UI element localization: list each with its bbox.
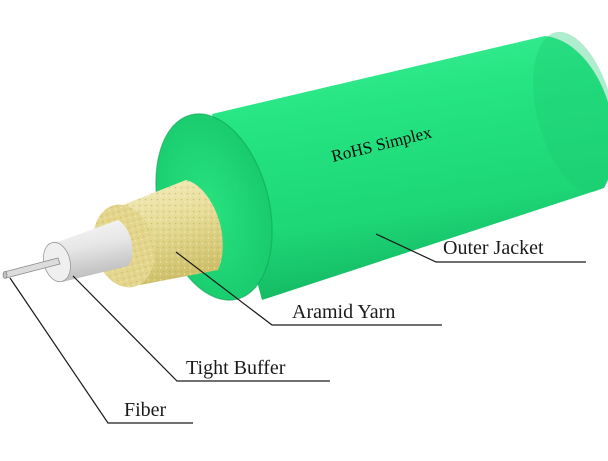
fiber-tip bbox=[2, 271, 8, 279]
tight-buffer-leader bbox=[72, 275, 330, 382]
fiber-leader bbox=[9, 277, 193, 424]
jacket-body bbox=[212, 36, 608, 300]
outer-jacket-label: Outer Jacket bbox=[443, 237, 544, 259]
fiber-strand bbox=[2, 257, 61, 279]
tight-buffer-label: Tight Buffer bbox=[186, 357, 286, 379]
aramid-yarn-leader bbox=[175, 251, 442, 326]
buffer-body bbox=[52, 220, 133, 282]
jacket-far-end bbox=[533, 31, 608, 193]
aramid-yarn-label: Aramid Yarn bbox=[292, 301, 395, 323]
fiber-label: Fiber bbox=[124, 399, 167, 421]
outer-jacket-leader bbox=[375, 233, 586, 263]
